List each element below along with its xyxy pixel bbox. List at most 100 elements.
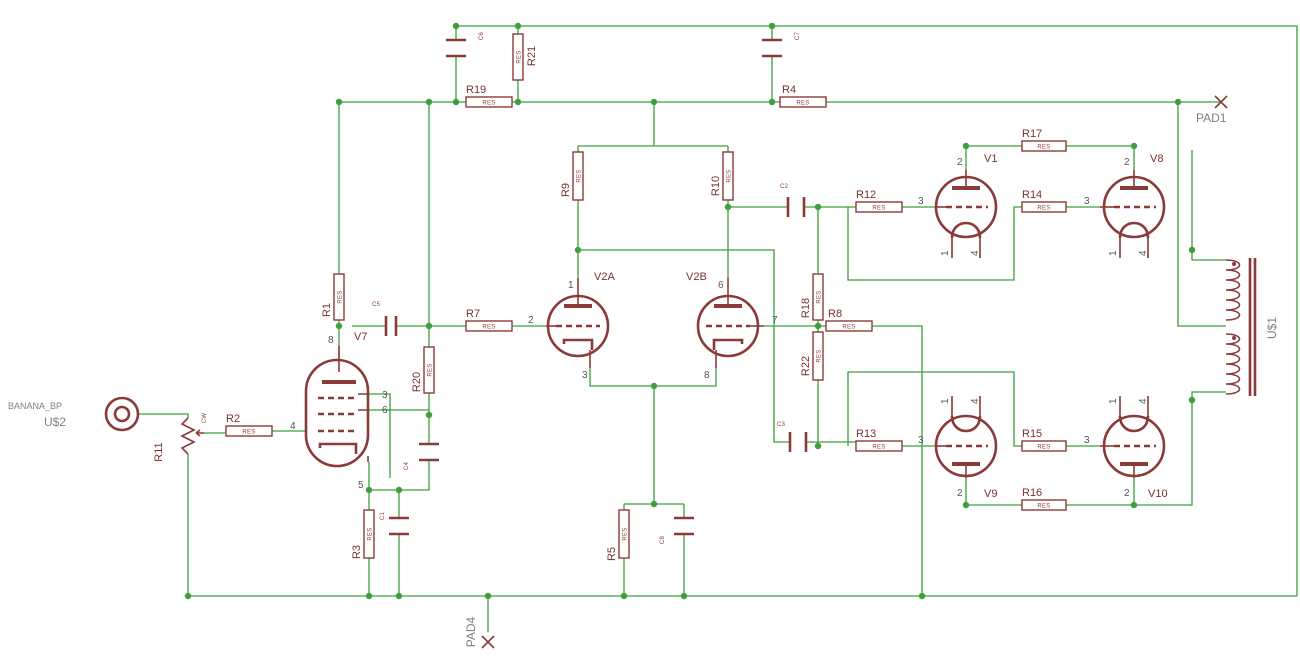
resistor-r10: RES R10 <box>710 151 734 201</box>
junction <box>365 486 373 494</box>
svg-text:R19: R19 <box>466 84 486 96</box>
svg-text:8: 8 <box>704 370 710 381</box>
svg-text:R11: R11 <box>153 442 165 461</box>
svg-text:2: 2 <box>957 157 963 168</box>
svg-text:2: 2 <box>957 488 963 499</box>
svg-text:V8: V8 <box>1150 153 1163 165</box>
svg-text:1: 1 <box>940 398 951 404</box>
svg-text:R10: R10 <box>710 176 722 196</box>
junction-dots <box>184 22 1196 600</box>
svg-text:R1: R1 <box>321 303 333 317</box>
svg-text:1: 1 <box>940 250 951 256</box>
output-transformer-us1: U$1 <box>1225 258 1279 396</box>
svg-text:1: 1 <box>1108 250 1119 256</box>
junction <box>650 98 658 106</box>
resistor-r16: RES R16 <box>1021 487 1067 511</box>
svg-text:4: 4 <box>290 421 296 432</box>
junction <box>452 22 460 30</box>
svg-text:3: 3 <box>382 390 388 401</box>
junction <box>365 592 373 600</box>
junction <box>680 592 688 600</box>
svg-text:RES: RES <box>577 169 583 182</box>
junction <box>1130 142 1138 150</box>
svg-text:RES: RES <box>1037 504 1050 510</box>
svg-text:V2A: V2A <box>594 271 615 283</box>
svg-text:R5: R5 <box>606 547 618 561</box>
resistor-r14: RES R14 <box>1021 189 1067 213</box>
svg-text:R18: R18 <box>800 298 812 318</box>
svg-text:C4: C4 <box>404 462 410 471</box>
svg-text:1: 1 <box>1108 398 1119 404</box>
pad4: PAD4 <box>464 616 495 649</box>
svg-text:RES: RES <box>872 445 885 451</box>
junction <box>335 322 343 330</box>
svg-text:RES: RES <box>872 206 885 212</box>
wires <box>138 25 1298 632</box>
capacitor-c7: C7 <box>762 32 801 58</box>
svg-text:PAD1: PAD1 <box>1196 111 1227 125</box>
junction <box>1188 396 1196 404</box>
junction <box>574 246 582 254</box>
svg-text:C8: C8 <box>660 536 666 545</box>
svg-text:V7: V7 <box>354 331 367 343</box>
svg-text:CW: CW <box>202 413 208 424</box>
svg-text:RES: RES <box>1037 145 1050 151</box>
svg-text:RES: RES <box>842 325 855 331</box>
svg-text:2: 2 <box>1124 157 1130 168</box>
svg-text:6: 6 <box>382 405 388 416</box>
svg-text:C5: C5 <box>372 302 381 308</box>
junction <box>1188 246 1196 254</box>
resistor-r17: RES R17 <box>1021 128 1067 152</box>
svg-text:RES: RES <box>817 349 823 362</box>
resistor-r22: RES R22 <box>800 331 824 381</box>
svg-text:3: 3 <box>918 435 924 446</box>
junction <box>814 442 822 450</box>
tube-v1: V1 2 3 1 4 <box>918 153 997 258</box>
capacitor-c8: C8 <box>660 516 694 545</box>
resistor-r15: RES R15 <box>1021 428 1067 452</box>
svg-text:V10: V10 <box>1148 488 1168 500</box>
svg-text:4: 4 <box>970 250 981 256</box>
svg-text:U$1: U$1 <box>1265 317 1279 339</box>
svg-text:8: 8 <box>328 335 334 346</box>
junction <box>425 322 433 330</box>
resistor-r3: RES R3 <box>351 509 375 559</box>
svg-text:R17: R17 <box>1022 128 1042 140</box>
svg-text:PAD4: PAD4 <box>464 616 478 647</box>
capacitor-c1: C1 <box>380 512 409 536</box>
svg-text:RES: RES <box>1037 206 1050 212</box>
svg-text:R12: R12 <box>856 189 876 201</box>
svg-text:RES: RES <box>817 290 823 303</box>
svg-text:U$2: U$2 <box>44 415 66 429</box>
svg-text:RES: RES <box>482 325 495 331</box>
svg-text:V9: V9 <box>984 488 997 500</box>
junction <box>768 98 776 106</box>
resistor-r19: RES R19 <box>465 84 513 108</box>
junction <box>452 98 460 106</box>
svg-text:R3: R3 <box>351 545 363 559</box>
resistor-r18: RES R18 <box>800 273 824 321</box>
svg-text:RES: RES <box>517 50 523 63</box>
svg-text:3: 3 <box>1084 435 1090 446</box>
svg-text:BANANA_BP: BANANA_BP <box>8 401 62 411</box>
svg-text:C3: C3 <box>777 422 786 428</box>
capacitor-c4: C4 <box>404 442 439 471</box>
junction <box>335 98 343 106</box>
pad1: PAD1 <box>1196 95 1228 125</box>
svg-text:RES: RES <box>368 527 374 540</box>
junction <box>514 98 522 106</box>
svg-text:4: 4 <box>970 398 981 404</box>
svg-text:RES: RES <box>428 363 434 376</box>
junction <box>620 592 628 600</box>
junction <box>768 22 776 30</box>
potentiometer-r11: CW R11 <box>153 413 226 462</box>
svg-text:R16: R16 <box>1022 487 1042 499</box>
tube-v9: V9 2 3 1 4 <box>918 396 997 500</box>
svg-text:4: 4 <box>1138 250 1149 256</box>
capacitor-c3: C3 <box>777 422 808 452</box>
svg-text:3: 3 <box>918 196 924 207</box>
resistor-r9: RES R9 <box>560 151 584 201</box>
junction <box>962 501 970 509</box>
junction <box>814 322 822 330</box>
